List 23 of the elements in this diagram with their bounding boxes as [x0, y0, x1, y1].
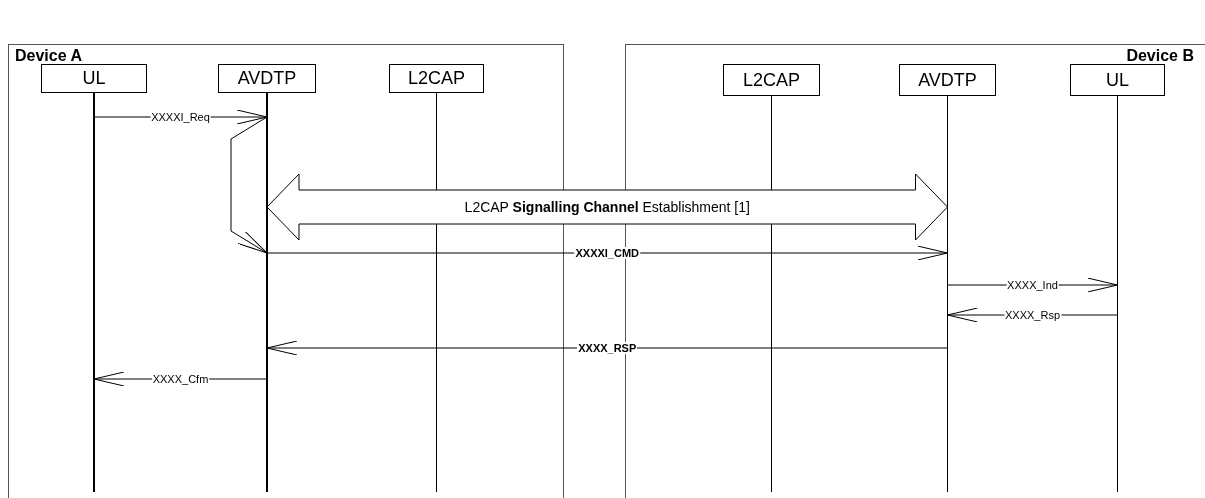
message-arrow — [93, 371, 268, 387]
message-label: XXXXI_CMD — [574, 247, 641, 259]
message-arrow — [266, 245, 948, 261]
message-arrow — [947, 277, 1118, 293]
participant-box: UL — [41, 64, 147, 93]
message-label: XXXX_Rsp — [1004, 309, 1061, 321]
participant-box: L2CAP — [389, 64, 484, 93]
message-arrow — [266, 340, 948, 356]
arrow-label: L2CAP Signalling Channel Establishment [1] — [463, 199, 751, 215]
block-arrow — [266, 173, 948, 241]
message-label: XXXXI_Req — [150, 111, 211, 123]
participant-box: L2CAP — [723, 64, 820, 96]
message-arrow — [947, 307, 1118, 323]
bent-arrow — [230, 116, 268, 254]
message-label: XXXX_Cfm — [151, 373, 210, 385]
frame-title: Device A — [15, 47, 82, 65]
message-label: XXXX_RSP — [577, 342, 638, 354]
participant-box: AVDTP — [899, 64, 996, 96]
message-label: XXXX_Ind — [1006, 279, 1059, 291]
participant-box: UL — [1070, 64, 1165, 96]
frame-title: Device B — [1126, 47, 1194, 65]
message-arrow — [93, 109, 268, 125]
participant-box: AVDTP — [218, 64, 316, 93]
